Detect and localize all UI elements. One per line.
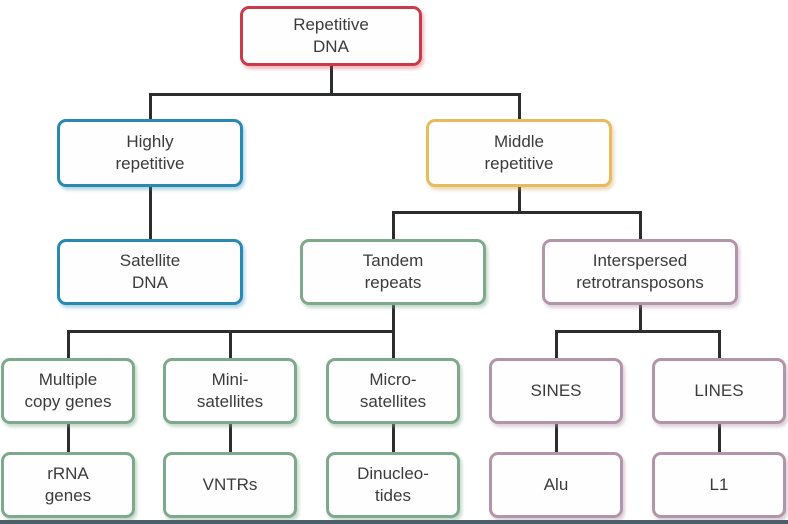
connector-lines-drop (717, 330, 721, 358)
connector-multiple-drop (66, 330, 70, 358)
connector-level2-rail (391, 211, 642, 214)
node-micro-satellites: Micro- satellites (326, 358, 460, 424)
connector-highly-satellite (148, 187, 152, 239)
node-sines: SINES (489, 358, 623, 424)
node-satellite-dna: Satellite DNA (57, 239, 243, 305)
connector-sines-alu (554, 424, 558, 452)
node-dinucleotides: Dinucleo- tides (326, 452, 460, 518)
connector-interspersed-drop (638, 211, 642, 239)
connector-level1-rail (148, 93, 521, 96)
connector-micro-drop (391, 330, 395, 358)
connector-multiple-rrna (66, 424, 70, 452)
node-tandem-repeats: Tandem repeats (300, 239, 486, 305)
connector-lines-l1 (717, 424, 721, 452)
node-l1: L1 (652, 452, 786, 518)
node-repetitive-dna: Repetitive DNA (240, 6, 422, 66)
connector-micro-dinucleotides (391, 424, 395, 452)
connector-mini-vntrs (228, 424, 232, 452)
node-interspersed-retrotransposons: Interspersed retrotransposons (542, 239, 738, 305)
connector-interspersed-rail (554, 330, 721, 333)
connector-highly-drop (148, 93, 152, 119)
connector-sines-drop (554, 330, 558, 358)
node-vntrs: VNTRs (163, 452, 297, 518)
node-lines: LINES (652, 358, 786, 424)
connector-middle-stem (517, 187, 521, 214)
node-highly-repetitive: Highly repetitive (57, 119, 243, 187)
connector-middle-drop (517, 93, 521, 119)
connector-root-stem (329, 66, 333, 96)
node-middle-repetitive: Middle repetitive (426, 119, 612, 187)
node-rrna-genes: rRNA genes (1, 452, 135, 518)
connector-tandem-stem (391, 305, 395, 333)
node-multiple-copy-genes: Multiple copy genes (1, 358, 135, 424)
node-alu: Alu (489, 452, 623, 518)
image-bottom-edge (0, 520, 788, 524)
connector-interspersed-stem (638, 305, 642, 333)
node-mini-satellites: Mini- satellites (163, 358, 297, 424)
connector-mini-drop (228, 330, 232, 358)
connector-tandem-drop (391, 211, 395, 239)
